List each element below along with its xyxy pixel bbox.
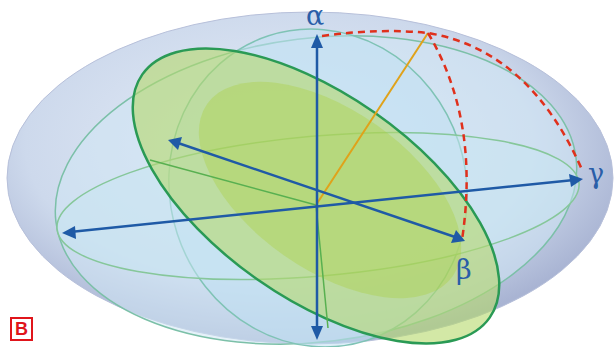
axis-label: γ: [588, 160, 604, 187]
axes: [62, 34, 583, 340]
dashed-arc: [322, 31, 583, 172]
axis-label: α: [306, 2, 324, 29]
optic-axis: [316, 33, 428, 205]
panel-letter: B: [10, 317, 33, 341]
section-ellipse: [37, 7, 594, 347]
dashed-arc: [428, 33, 467, 240]
axis-label: β: [456, 256, 472, 283]
circular-section-shade: [161, 38, 499, 341]
circular-section: [84, 0, 548, 347]
